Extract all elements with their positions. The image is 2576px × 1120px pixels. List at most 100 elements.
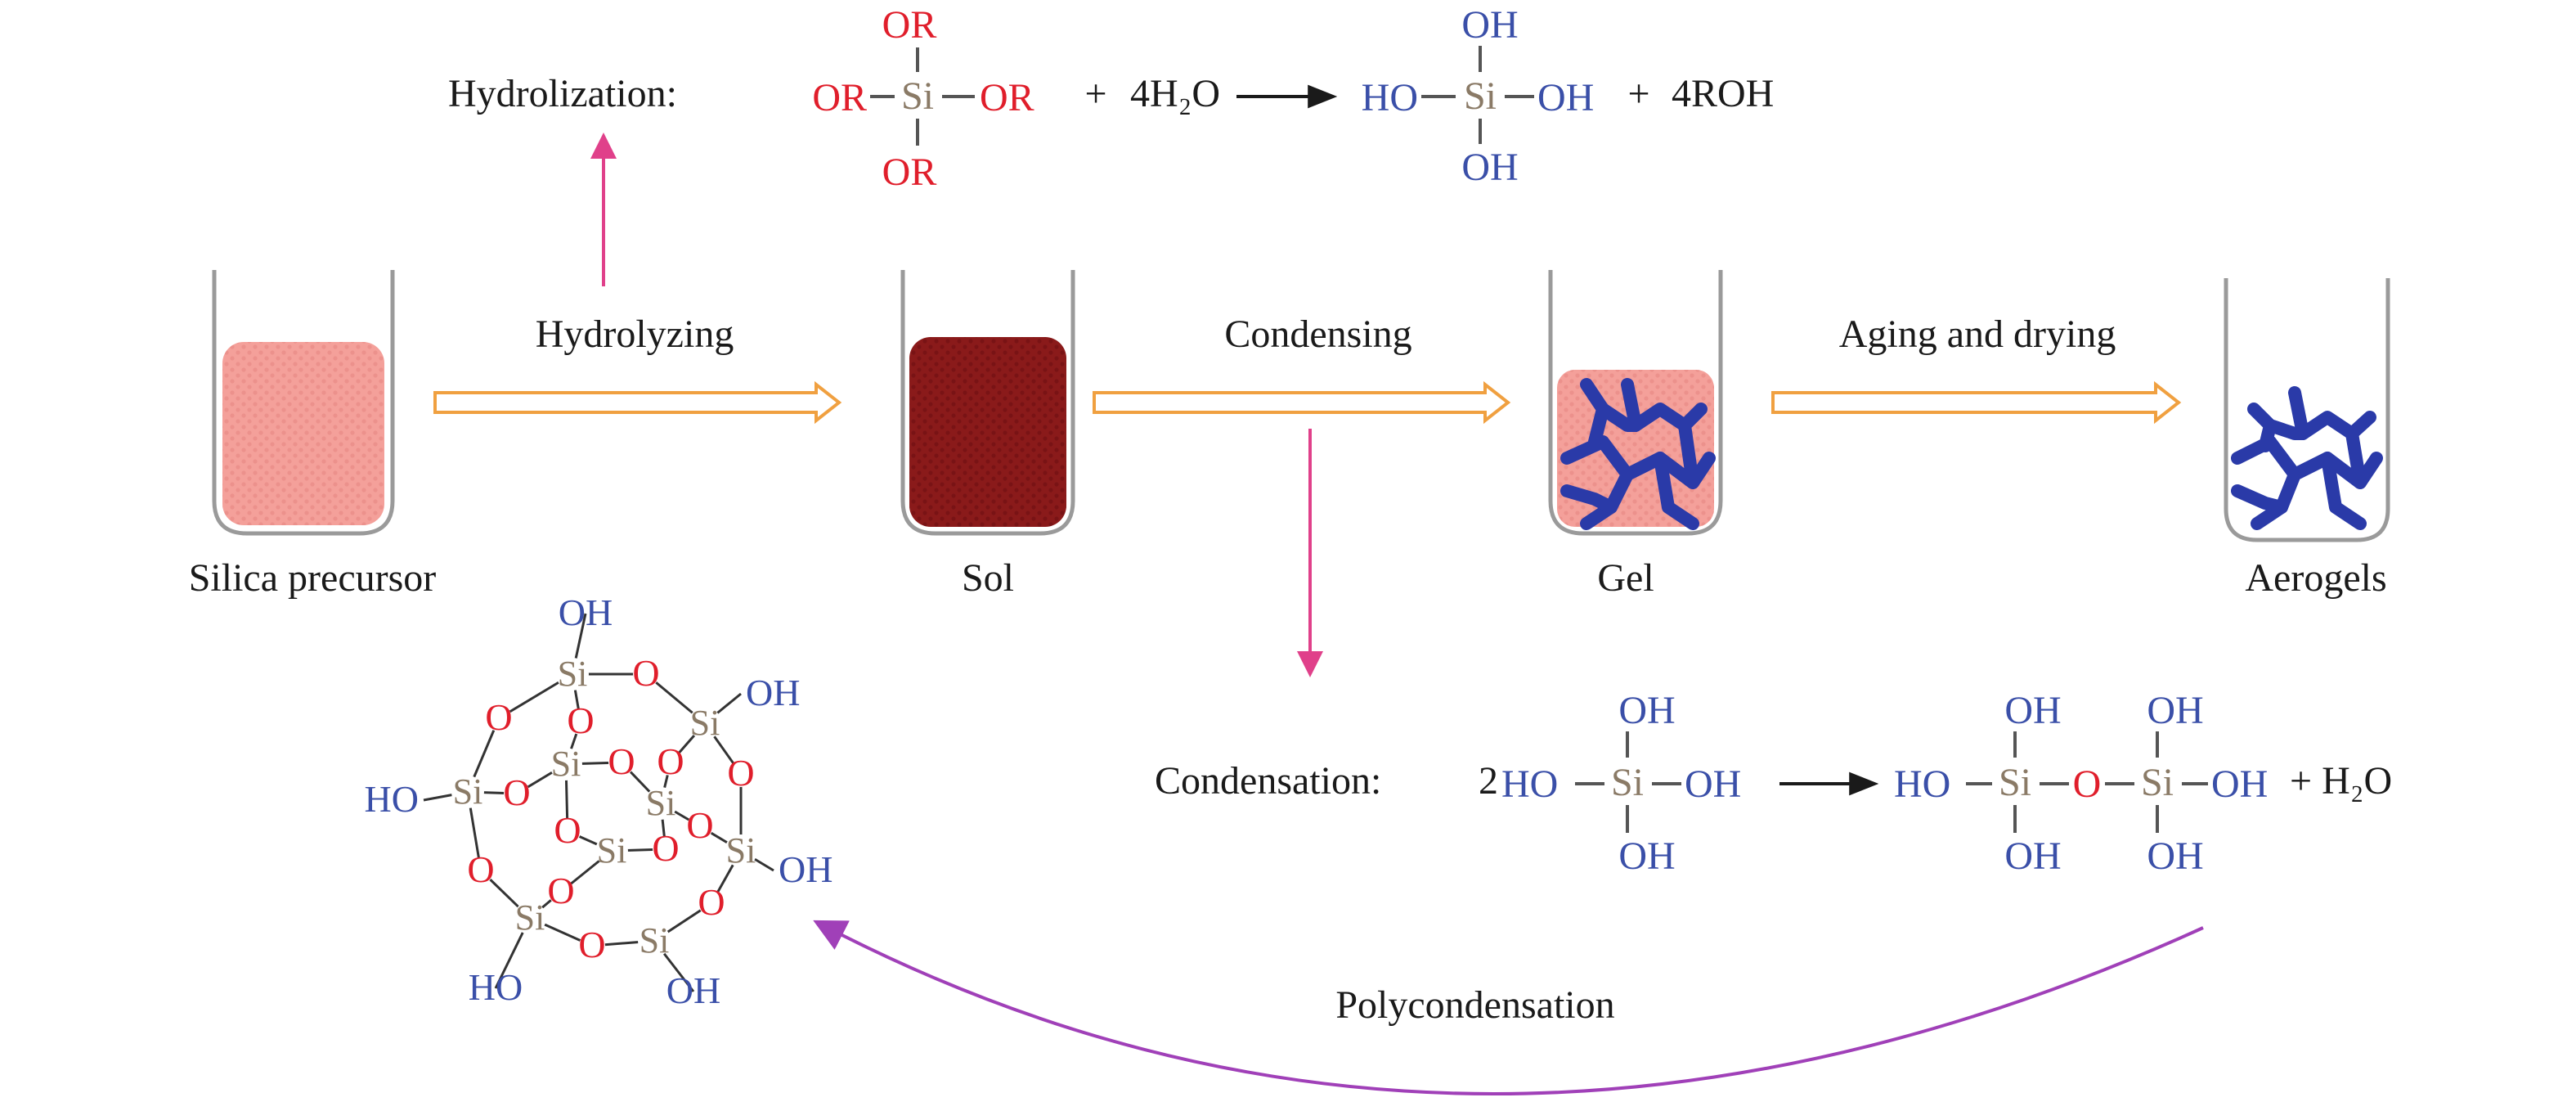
cage-o-atom: O — [652, 827, 679, 869]
stage-aerogels: Aerogels — [2245, 556, 2386, 600]
water-byproduct: + H₂O — [2290, 759, 2392, 803]
process-arrow-condensing — [1093, 380, 1511, 425]
si-atom-product-1: Si — [1999, 761, 2031, 804]
cage-o-atom: O — [608, 740, 635, 782]
cage-atom-bg — [689, 707, 721, 740]
cage-atom-bg — [698, 890, 725, 916]
or-right: OR — [980, 76, 1034, 119]
stage-silica-precursor: Silica precursor — [189, 556, 437, 600]
si-atom-hydro-product: Si — [1464, 74, 1497, 118]
cage-atom-bg — [633, 661, 659, 687]
cage-atom-bg — [504, 780, 530, 807]
condensation-label: Condensation: — [1155, 759, 1381, 803]
coefficient: 2 — [1479, 759, 1498, 803]
beaker-aerogels — [2224, 278, 2390, 542]
cage-hydroxyl: OH — [666, 969, 720, 1011]
cage-atom-bg — [595, 834, 628, 867]
cage-atom-bg — [556, 658, 589, 690]
cage-hydroxyl: OH — [559, 591, 613, 633]
cage-o-atom: O — [567, 699, 594, 741]
cage-si-atom: Si — [640, 920, 670, 960]
cage-atom-bg — [638, 924, 671, 957]
cage-o-atom: O — [686, 804, 713, 846]
cage-atom-bg — [550, 748, 582, 780]
cage-si-atom: Si — [551, 744, 581, 784]
cage-hydroxyl: HO — [469, 966, 523, 1008]
cage-hydroxyl: OH — [746, 672, 800, 713]
oh-top-2: OH — [2147, 689, 2203, 732]
process-arrow-hydrolyzing — [433, 380, 842, 425]
oh-top: OH — [1618, 689, 1675, 732]
cage-atom-bg — [548, 879, 574, 905]
cage-atom-bg — [657, 749, 684, 776]
step-aging-drying: Aging and drying — [1839, 313, 2116, 356]
cage-atom-bg — [725, 834, 757, 867]
cage-atom-bg — [486, 705, 512, 731]
cage-si-atom: Si — [690, 703, 720, 743]
process-arrow-aging-drying — [1771, 380, 2182, 425]
stage-gel: Gel — [1597, 556, 1654, 600]
cage-si-atom: Si — [646, 783, 676, 823]
step-polycondensation: Polycondensation — [1335, 983, 1614, 1027]
cage-o-atom: O — [698, 881, 725, 923]
ho-left: HO — [1362, 76, 1418, 119]
step-condensing: Condensing — [1224, 313, 1411, 356]
beaker-gel — [1548, 270, 1723, 536]
si-atom-cond-reactant: Si — [1611, 761, 1644, 804]
cage-o-atom: O — [727, 752, 754, 794]
cage-atom-bg — [608, 749, 635, 776]
hydrolization-label: Hydrolization: — [448, 72, 677, 115]
oh-bottom: OH — [1461, 146, 1518, 189]
cage-si-atom: Si — [726, 830, 756, 870]
cage-o-atom: O — [485, 696, 512, 738]
beaker-silica-precursor — [212, 270, 395, 536]
cage-atom-bg — [568, 708, 594, 735]
stage-sol: Sol — [962, 556, 1014, 600]
oh-bottom-1: OH — [2004, 834, 2061, 878]
cage-atom-bg — [514, 902, 546, 934]
aerogel-network — [2231, 386, 2383, 530]
cage-atom-bg — [653, 836, 679, 862]
oh-bottom: OH — [1618, 834, 1675, 878]
gel-network — [1560, 378, 1716, 530]
alcohol-product: 4ROH — [1672, 72, 1774, 115]
cage-atom-bg — [451, 776, 484, 808]
cage-o-atom: O — [503, 771, 530, 813]
cage-si-atom: Si — [453, 771, 483, 812]
cage-si-atom: Si — [515, 897, 545, 938]
ho-left-product: HO — [1894, 762, 1950, 806]
cage-atom-bg — [554, 818, 581, 844]
oh-right: OH — [1537, 76, 1594, 119]
cage-o-atom: O — [632, 652, 659, 694]
or-bottom: OR — [882, 151, 937, 194]
cage-hydroxyl: HO — [365, 778, 419, 820]
cage-atom-bg — [687, 813, 713, 839]
cage-o-atom: O — [657, 740, 684, 782]
cage-si-atom: Si — [597, 830, 627, 870]
oh-top: OH — [1461, 3, 1518, 47]
cage-si-atom: Si — [558, 654, 588, 694]
plus-sign: + — [1084, 72, 1106, 115]
oh-right: OH — [1685, 762, 1741, 806]
oh-bottom-2: OH — [2147, 834, 2203, 878]
or-top: OR — [882, 3, 937, 47]
bridging-oxygen: O — [2073, 762, 2102, 806]
cage-o-atom: O — [578, 924, 605, 965]
condensation-equation: Condensation: 2 HO Si OH OH OH HO Si O S… — [1155, 689, 2392, 878]
si-atom-hydro-reactant: Si — [901, 74, 934, 118]
plus-sign: + — [1627, 72, 1649, 115]
or-left: OR — [812, 76, 867, 119]
water-reactant: 4H₂O — [1130, 72, 1220, 115]
polycondensation-arrow — [813, 920, 2204, 1095]
cage-atom-bg — [728, 761, 754, 787]
cage-o-atom: O — [467, 848, 494, 890]
si-atom-product-2: Si — [2141, 761, 2174, 804]
cage-atom-bg — [468, 857, 494, 884]
cage-o-atom: O — [554, 809, 581, 851]
cage-o-atom: O — [547, 870, 574, 911]
ho-left: HO — [1501, 762, 1558, 806]
cage-atom-bg — [579, 933, 605, 959]
hydrolization-equation: Hydrolization: OR OR OR OR Si + 4H₂O OH … — [448, 3, 1774, 194]
